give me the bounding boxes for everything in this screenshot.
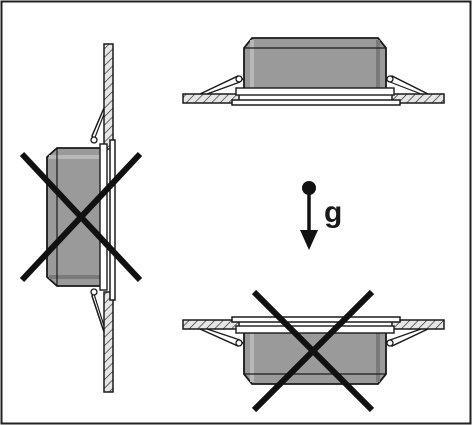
floor-slab-right xyxy=(391,319,445,330)
ceiling-slab-left xyxy=(182,93,240,104)
ceiling-slab-right xyxy=(391,93,445,104)
wall-trim xyxy=(109,139,116,301)
gravity-label: g xyxy=(324,196,342,229)
panel-wall-incorrect xyxy=(19,43,143,393)
floor-slab-left xyxy=(182,319,240,330)
wall-slab-top xyxy=(103,43,114,150)
wall-driver-housing xyxy=(46,147,102,287)
panel-ceiling-upside-down-incorrect xyxy=(182,289,445,413)
cross-out-icon xyxy=(251,289,375,413)
cross-out-icon xyxy=(19,151,143,283)
trim-ring xyxy=(231,99,401,106)
luminaire-bezel xyxy=(235,87,395,96)
gravity-arrow-icon xyxy=(300,181,318,250)
driver-housing xyxy=(243,37,387,94)
panel-ceiling-correct xyxy=(182,37,445,106)
wall-slab-bottom xyxy=(103,291,114,393)
